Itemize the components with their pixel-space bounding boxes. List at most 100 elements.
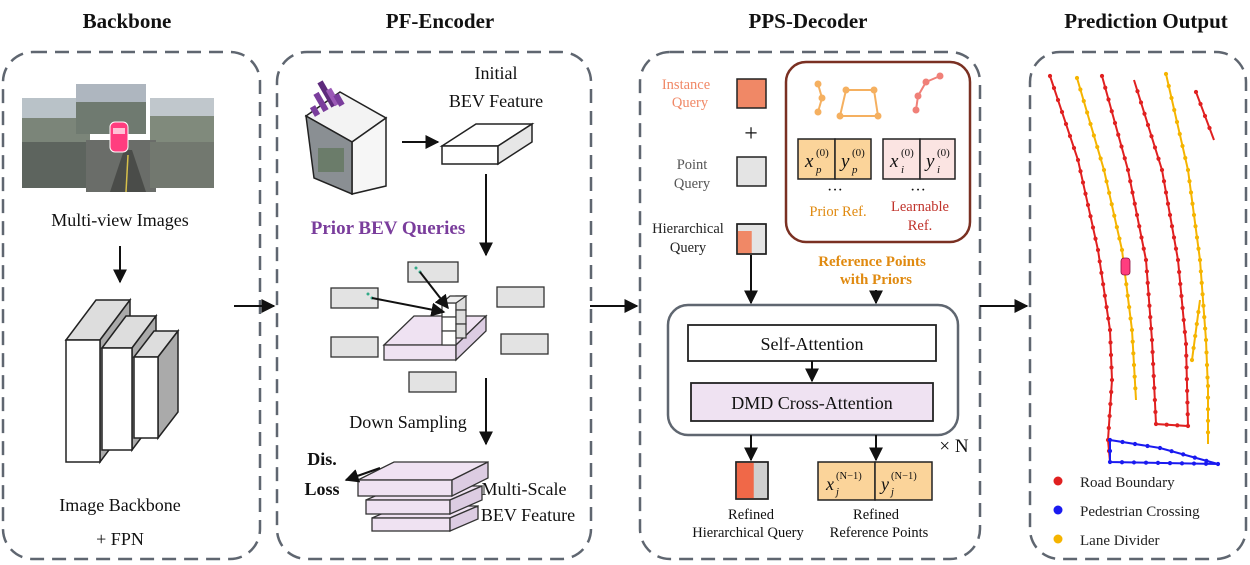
lane-divider-line-point	[1169, 95, 1174, 101]
road-boundary-line-point	[1134, 212, 1140, 218]
reference-points-panel	[784, 60, 972, 244]
svg-text:x: x	[804, 151, 814, 172]
lane-divider-line-point	[1187, 179, 1192, 184]
initial-bev-feature	[439, 122, 535, 166]
lane-divider-line-point	[1166, 83, 1171, 89]
point-query-box	[736, 156, 767, 187]
svg-text:(0): (0)	[901, 147, 914, 159]
road-boundary-line-point	[1059, 109, 1065, 115]
lane-divider-line-point	[1074, 75, 1080, 81]
legend-lane-divider-label: Lane Divider	[1080, 533, 1160, 549]
pedestrian-crossing-line-point	[1167, 461, 1173, 466]
pedestrian-crossing-line-point	[1107, 437, 1113, 443]
pedestrian-crossing-line-point	[1169, 449, 1174, 454]
road-boundary-line-point	[1122, 156, 1127, 161]
instance-query-box	[736, 78, 767, 109]
road-boundary-line-point	[1047, 73, 1053, 79]
road-boundary-line-point	[1106, 97, 1111, 102]
output-panel	[1028, 50, 1248, 561]
pedestrian-crossing-line-point	[1107, 448, 1113, 454]
road-boundary-line-point	[1103, 85, 1108, 90]
self-attention-label: Self-Attention	[761, 334, 864, 354]
lane-divider-line-point	[1204, 350, 1209, 355]
road-boundary-line-point	[1184, 365, 1189, 370]
road-boundary-line-point	[1128, 179, 1133, 184]
road-boundary-line-point	[1183, 341, 1189, 347]
road-boundary-line-point	[1108, 401, 1113, 407]
road-boundary-line-point	[1169, 224, 1175, 229]
section-title-decoder: PPS-Decoder	[749, 9, 868, 33]
svg-text:j: j	[834, 487, 839, 498]
initial-bev-label-2: BEV Feature	[449, 91, 543, 111]
learnable-ref-cells: x (0) i y (0) i	[882, 138, 956, 180]
lane-divider-line-point	[1198, 269, 1203, 274]
refined-hq-label-1: Refined	[728, 507, 775, 523]
lane-divider-line-point	[1119, 247, 1125, 253]
section-title-output: Prediction Output	[1064, 9, 1228, 33]
road-boundary-line-point	[1149, 337, 1155, 343]
road-boundary-line-point	[1185, 400, 1190, 405]
hierarchical-query-label-2: Query	[670, 240, 707, 256]
road-boundary-line-point	[1099, 270, 1104, 275]
road-boundary-line-point	[1202, 113, 1208, 119]
multi-scale-label-2: BEV Feature	[481, 505, 575, 525]
road-boundary-line-point	[1102, 293, 1107, 298]
road-boundary-line-point	[1130, 190, 1135, 195]
svg-text:y: y	[879, 474, 889, 494]
road-boundary-line-point	[1178, 281, 1183, 287]
hierarchical-query-box	[736, 223, 767, 255]
pedestrian-crossing-line-point	[1191, 461, 1197, 466]
pedestrian-crossing-line-point	[1179, 461, 1185, 466]
road-boundary-line-point	[1181, 317, 1186, 323]
road-boundary-line-point	[1090, 225, 1096, 230]
lane-divider-line-point	[1205, 395, 1211, 400]
lane-divider-line	[1191, 299, 1201, 361]
cross-attention-label: DMD Cross-Attention	[731, 393, 893, 413]
svg-text:i: i	[901, 164, 904, 176]
legend: Road Boundary Pedestrian Crossing Lane D…	[1053, 475, 1200, 549]
road-boundary-line-point	[1167, 212, 1173, 218]
lane-divider-line-point	[1163, 71, 1169, 77]
lane-divider-line-point	[1185, 167, 1191, 173]
lane-divider-line-point	[1183, 155, 1188, 161]
hierarchical-query-label-1: Hierarchical	[652, 221, 724, 237]
road-boundary-line	[1049, 75, 1114, 463]
dis-loss-label-2: Loss	[304, 479, 339, 499]
lane-divider-line-point	[1205, 383, 1211, 389]
point-query-label-2: Query	[674, 176, 711, 192]
road-boundary-line-point	[1112, 120, 1118, 126]
learnable-ref-ellipsis: ···	[910, 182, 926, 199]
road-boundary-line-point	[1164, 422, 1169, 427]
section-title-backbone: Backbone	[83, 9, 172, 33]
lane-divider-line-point	[1193, 333, 1198, 339]
road-boundary-line-point	[1055, 97, 1061, 103]
road-boundary-line-point	[1085, 202, 1091, 208]
lane-divider-line-point	[1197, 257, 1203, 263]
lane-divider-line-point	[1131, 362, 1137, 368]
road-boundary-line-point	[1198, 101, 1203, 107]
lane-divider-line-point	[1194, 235, 1200, 240]
pedestrian-crossing-line	[1109, 439, 1219, 465]
lane-divider-line-point	[1130, 339, 1135, 344]
section-title-encoder: PF-Encoder	[386, 9, 494, 33]
road-boundary-line-point	[1107, 327, 1113, 333]
repeat-n-label: × N	[939, 436, 968, 457]
learnable-ref-shapes	[912, 72, 944, 114]
lane-divider-line-point	[1205, 375, 1210, 380]
road-boundary-line-point	[1159, 167, 1165, 173]
road-boundary-line-point	[1148, 315, 1153, 320]
lane-divider-line-point	[1088, 121, 1093, 127]
road-boundary-line-point	[1151, 361, 1156, 367]
lane-divider-line-point	[1129, 327, 1135, 333]
lane-divider-line-point	[1194, 321, 1199, 327]
road-boundary-line-point	[1088, 214, 1093, 219]
road-boundary-line-point	[1108, 352, 1114, 358]
road-boundary-line-point	[1078, 169, 1083, 174]
road-boundary-line-point	[1132, 201, 1137, 206]
road-boundary-line-point	[1171, 235, 1177, 240]
road-boundary-line-point	[1109, 109, 1114, 114]
lane-divider-line-point	[1203, 326, 1208, 331]
lane-divider-line-point	[1191, 212, 1197, 218]
lane-divider-line-point	[1190, 201, 1195, 206]
lane-divider-line-point	[1117, 236, 1122, 241]
